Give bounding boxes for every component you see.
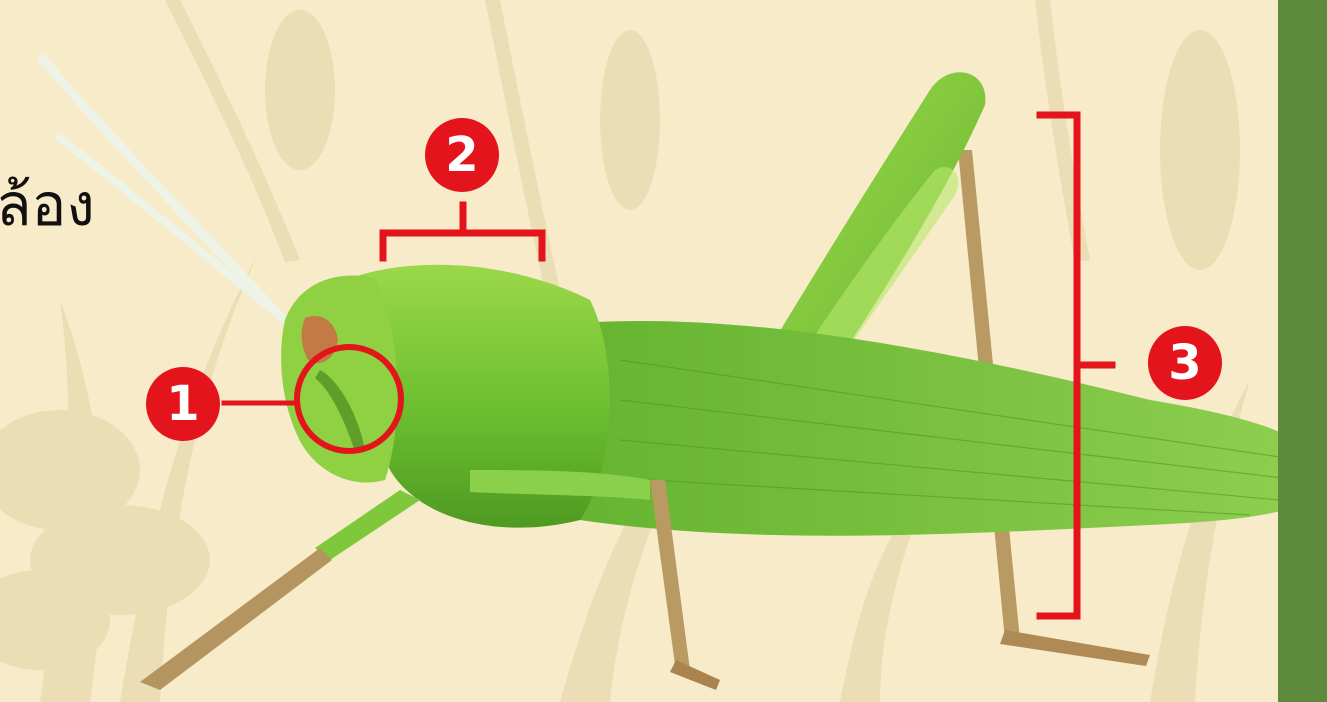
side-color-band: [1278, 0, 1327, 702]
partial-heading-text: ล้อง: [0, 170, 95, 240]
label-1-badge: 1: [146, 367, 220, 441]
label-3-badge: 3: [1148, 326, 1222, 400]
label-2-badge: 2: [425, 118, 499, 192]
